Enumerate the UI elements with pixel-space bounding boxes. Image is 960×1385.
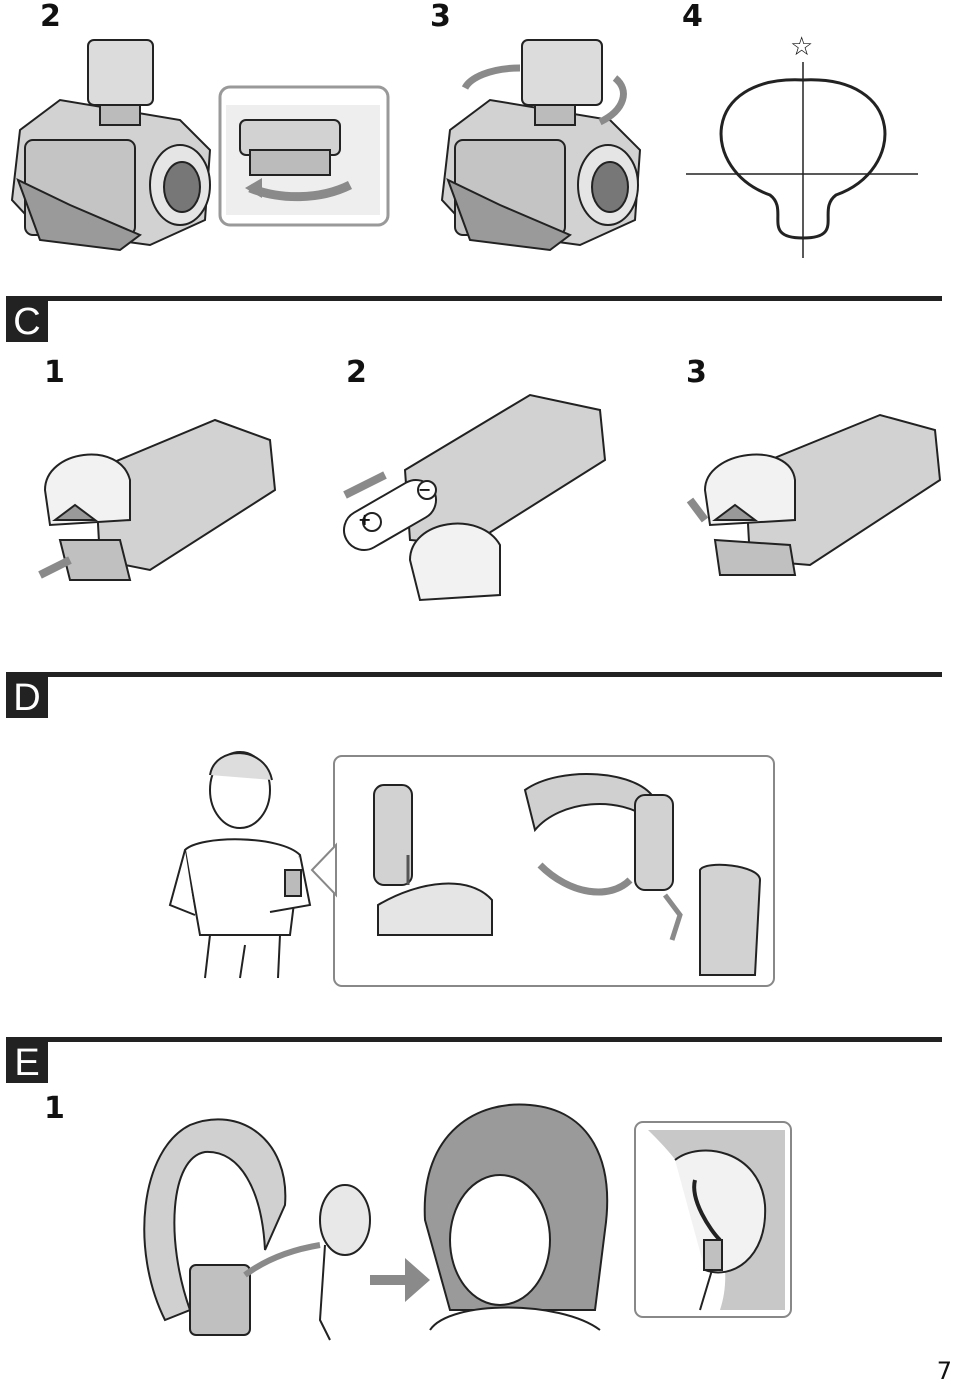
page-number: 7 xyxy=(936,1357,952,1385)
step-number-4: 4 xyxy=(682,0,703,34)
zoom-callout-shoe xyxy=(218,85,390,227)
section-c-step-2: 2 xyxy=(346,355,367,390)
section-c-rule xyxy=(6,296,942,301)
ear-closeup-callout xyxy=(634,1121,792,1318)
step-number-2: 2 xyxy=(40,0,61,34)
battery-minus-symbol: − xyxy=(418,480,432,499)
earphone-and-ear-hook-illustration xyxy=(143,1118,430,1341)
section-e-rule xyxy=(6,1037,942,1042)
step-number-3: 3 xyxy=(430,0,451,34)
star-symbol: ☆ xyxy=(790,32,814,62)
section-c-letter: C xyxy=(6,300,48,343)
section-c-illustrations xyxy=(38,393,942,602)
mic-unit-cap-closed-illustration xyxy=(686,413,942,576)
section-d-illustrations xyxy=(168,751,775,987)
camcorder-rotated-light-illustration xyxy=(440,39,642,252)
polar-pattern-diagram xyxy=(686,62,918,258)
section-d-rule xyxy=(6,672,942,677)
camcorder-with-light-illustration xyxy=(10,39,212,252)
section-d-letter: D xyxy=(6,676,48,719)
section-e-step-1: 1 xyxy=(44,1091,65,1126)
battery-plus-symbol: + xyxy=(358,510,372,529)
battery-insertion-illustration xyxy=(343,393,607,602)
person-wearing-armband-illustration xyxy=(168,751,312,979)
section-c-step-1: 1 xyxy=(44,355,65,390)
person-wearing-earphone-illustration xyxy=(423,1103,609,1331)
section-c-step-3: 3 xyxy=(686,355,707,390)
mic-unit-cap-open-illustration xyxy=(38,418,277,581)
top-illustrations xyxy=(10,39,918,258)
armband-callout xyxy=(310,755,775,987)
section-e-letter: E xyxy=(6,1041,48,1084)
